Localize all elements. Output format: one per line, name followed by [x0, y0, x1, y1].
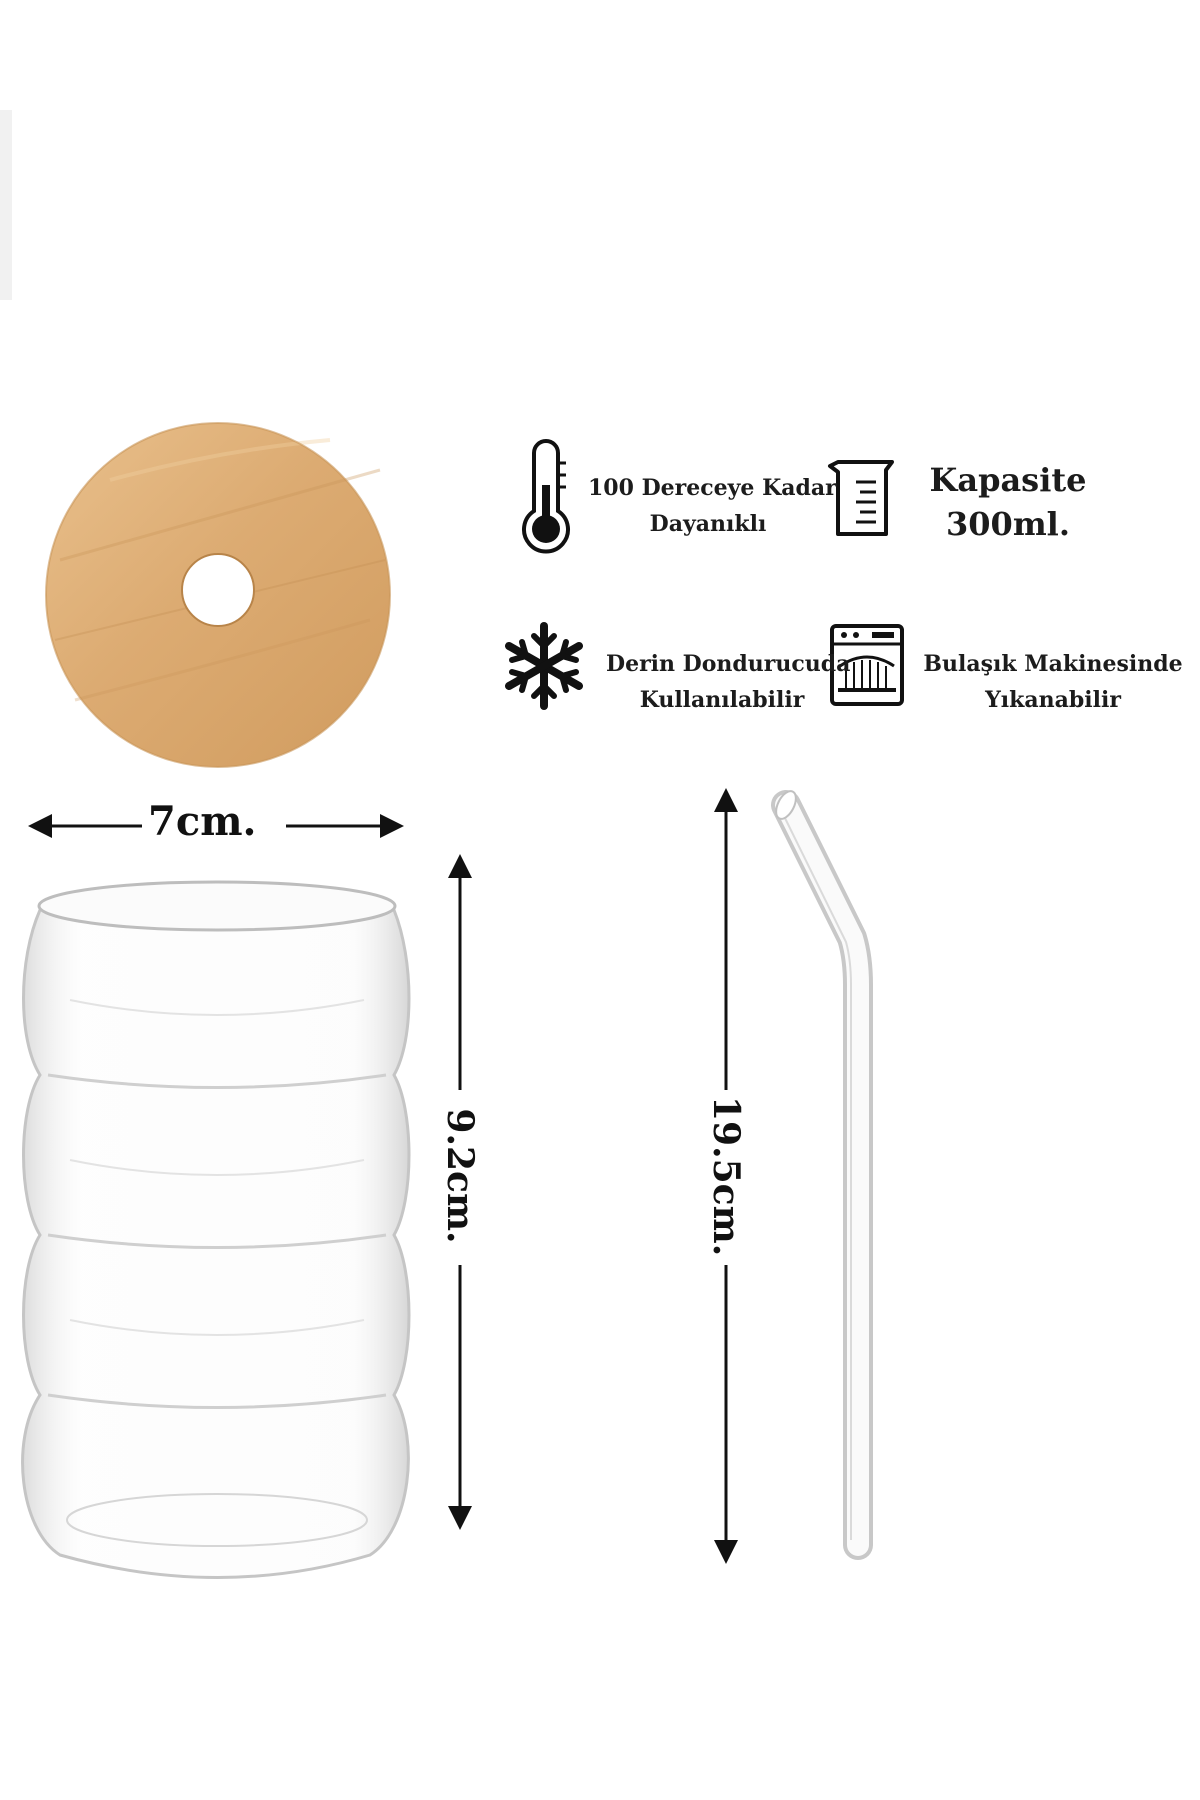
- glass-straw: [771, 790, 873, 1560]
- measuring-cup-icon: [828, 460, 894, 536]
- heat-line-2: Dayanıklı: [649, 511, 767, 537]
- capacity-text: Kapasite 300ml.: [918, 458, 1098, 546]
- freezer-line-2: Kullanılabilir: [639, 687, 805, 713]
- dishwasher-line-2: Yıkanabilir: [985, 687, 1121, 713]
- bubble-glass: [21, 880, 411, 1579]
- thermometer-icon: [522, 439, 570, 554]
- width-label: 7cm.: [148, 798, 257, 845]
- straw-length-label: 19.5cm.: [705, 1096, 747, 1257]
- dishwasher-icon: [830, 624, 904, 706]
- dishwasher-line-1: Bulaşık Makinesinde: [923, 651, 1183, 677]
- bamboo-lid: [45, 422, 391, 768]
- dishwasher-text: Bulaşık Makinesinde Yıkanabilir: [916, 646, 1190, 718]
- glass-height-label: 9.2cm.: [439, 1108, 481, 1244]
- freezer-text: Derin Dondurucuda Kullanılabilir: [606, 646, 851, 718]
- heat-resistance-text: 100 Dereceye Kadar Dayanıklı: [588, 470, 837, 542]
- snowflake-icon: [505, 622, 583, 710]
- freezer-line-1: Derin Dondurucuda: [606, 651, 851, 677]
- heat-line-1: 100 Dereceye Kadar: [588, 475, 837, 501]
- capacity-line-2: 300ml.: [946, 505, 1070, 543]
- capacity-line-1: Kapasite: [929, 461, 1087, 499]
